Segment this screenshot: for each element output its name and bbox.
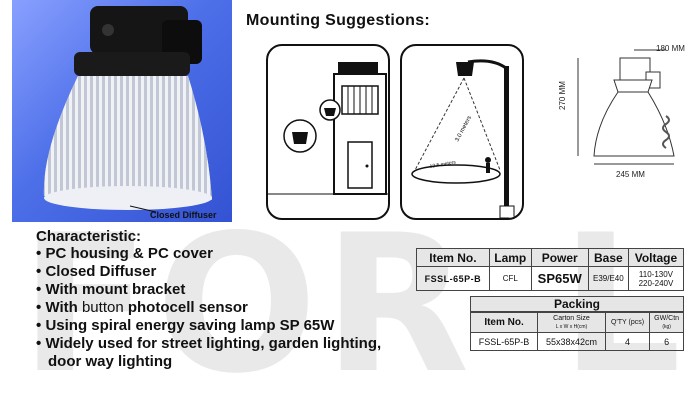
height-dimension: 270 MM <box>558 81 567 110</box>
header-lamp: Lamp <box>488 248 532 267</box>
cell-weight: 6 <box>649 332 684 351</box>
cell-carton-size: 55x38x42cm <box>537 332 606 351</box>
cell-qty: 4 <box>604 332 651 351</box>
feature-item-continuation: door way lighting <box>48 353 173 370</box>
feature-item: • Using spiral energy saving lamp SP 65W <box>36 317 335 334</box>
top-dimension: 180 MM <box>656 44 685 53</box>
feature-item: • Widely used for street lighting, garde… <box>36 335 382 352</box>
width-dimension: 245 MM <box>616 170 645 179</box>
feature-item: • Closed Diffuser <box>36 263 157 280</box>
header-item-no: Item No. <box>416 248 490 267</box>
feature-item: • PC housing & PC cover <box>36 245 213 262</box>
table-row: FSSL-65P-B 55x38x42cm 4 6 <box>469 332 684 351</box>
header-weight: GW/Ctn(kg) <box>649 312 684 333</box>
cell-base: E39/E40 <box>587 266 629 291</box>
cell-power: SP65W <box>530 266 589 291</box>
spec-table: Item No. Lamp Power Base Voltage FSSL-65… <box>416 248 685 291</box>
feature-item: • With button photocell sensor <box>36 299 248 316</box>
header-voltage: Voltage <box>627 248 685 267</box>
header-qty: Q'TY (pcs) <box>604 312 651 333</box>
header-base: Base <box>587 248 629 267</box>
packing-title: Packing <box>470 296 684 312</box>
feature-list: • PC housing & PC cover • Closed Diffuse… <box>36 245 381 371</box>
cell-item-no: FSSL-65P-B <box>416 266 490 291</box>
characteristic-title: Characteristic: <box>36 228 142 245</box>
cell-item-no: FSSL-65P-B <box>469 332 539 351</box>
header-power: Power <box>530 248 589 267</box>
dimension-drawing <box>577 49 675 165</box>
header-item-no: Item No. <box>469 312 539 333</box>
closed-diffuser-callout: Closed Diffuser <box>150 210 217 220</box>
mounting-suggestions-title: Mounting Suggestions: <box>246 12 431 29</box>
cone-height-label: 3.0 meters <box>454 115 473 143</box>
ground-spread-label: 12.5 meters <box>429 159 457 170</box>
street-lighting-diagram: 3.0 meters 12.5 meters <box>400 44 524 220</box>
product-photo <box>12 0 232 222</box>
wall-mount-diagram <box>266 44 390 220</box>
cell-lamp: CFL <box>488 266 532 291</box>
feature-item: • With mount bracket <box>36 281 186 298</box>
